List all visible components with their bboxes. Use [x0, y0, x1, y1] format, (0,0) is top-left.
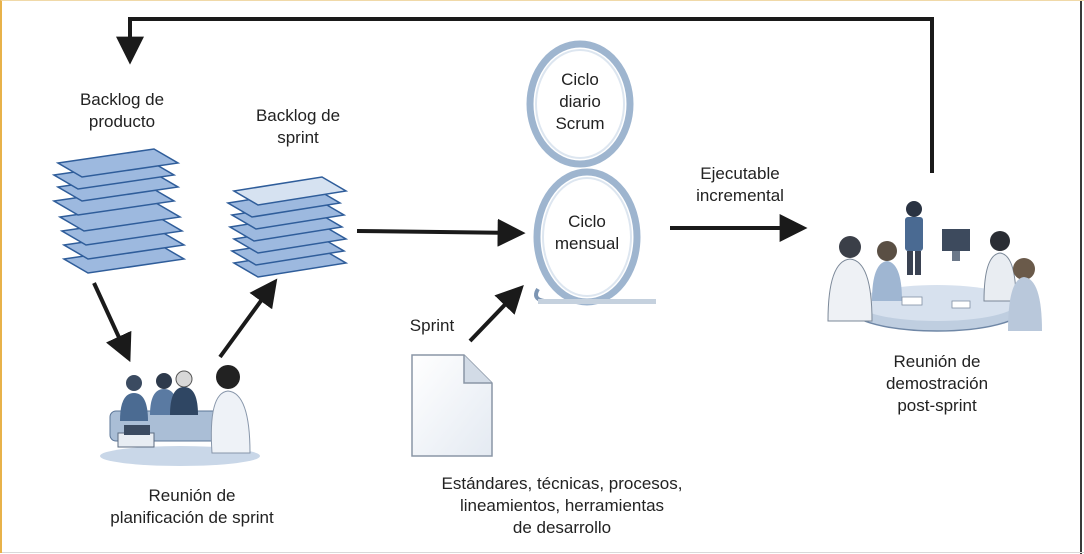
label-standards: Estándares, técnicas, procesos, lineamie…: [441, 474, 683, 537]
arrow-sprint-to-cycle: [468, 284, 524, 343]
arrow-sprint-backlog-to-cycle: [356, 218, 526, 247]
demo-meeting-illustration: [827, 201, 1042, 332]
label-sprint-backlog: Backlog de sprint: [255, 106, 341, 147]
label-product-backlog: Backlog de producto: [79, 90, 165, 131]
sprint-backlog-stack-icon: [225, 176, 349, 278]
document-icon: [411, 354, 493, 457]
label-sprint: Sprint: [409, 316, 455, 335]
product-backlog-stack-icon: [51, 148, 187, 274]
label-monthly-cycle: Ciclo mensual: [554, 212, 620, 253]
label-demo-meeting: Reunión de demostración post-sprint: [885, 352, 989, 415]
frame-border-right: [1080, 1, 1082, 554]
label-planning-meeting: Reunión de planificación de sprint: [110, 486, 274, 527]
arrow-product-to-planning: [92, 282, 132, 363]
feedback-loop-arrow: [116, 17, 934, 173]
planning-meeting-illustration: [100, 365, 260, 466]
label-daily-cycle: Ciclo diario Scrum: [555, 70, 605, 133]
label-executable: Ejecutable incremental: [696, 164, 784, 205]
arrow-planning-to-sprint-backlog: [218, 278, 278, 359]
scrum-cycles-icon: [526, 40, 656, 306]
